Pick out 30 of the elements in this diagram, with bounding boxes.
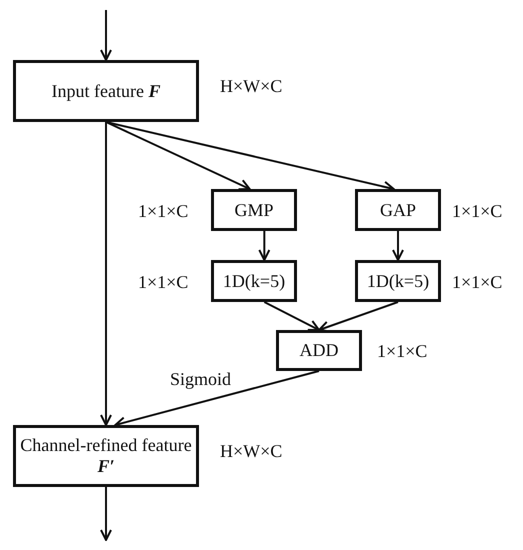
box-text: 1D(k=5) — [366, 270, 430, 292]
process-box — [276, 330, 362, 371]
box-text: Channel-refined feature F′ — [19, 435, 193, 477]
box-text: Input feature F — [52, 80, 160, 102]
dimension-text: 1×1×C — [138, 202, 188, 220]
arrow — [258, 231, 270, 261]
arrow — [264, 301, 320, 331]
process-box — [211, 260, 297, 302]
arrow — [106, 121, 251, 190]
edge-label: Sigmoid — [168, 370, 234, 388]
process-box — [355, 260, 441, 302]
arrow — [100, 10, 112, 61]
arrow — [392, 231, 404, 261]
box-text: ADD — [300, 340, 338, 361]
box-text: 1D(k=5) — [222, 270, 286, 292]
process-box — [355, 189, 441, 231]
box-text: GMP — [234, 200, 274, 220]
box-text: GAP — [380, 200, 416, 220]
dimension-text: 1×1×C — [377, 342, 428, 360]
dimension-text: 1×1×C — [452, 273, 502, 291]
dimension-text: 1×1×C — [138, 273, 188, 291]
arrow — [100, 122, 112, 426]
arrow — [318, 301, 398, 332]
process-box — [211, 189, 297, 231]
dimension-text: H×W×C — [220, 77, 282, 95]
arrow — [100, 487, 112, 541]
dimension-text: 1×1×C — [452, 202, 502, 220]
process-box — [13, 60, 199, 122]
process-box — [13, 425, 199, 487]
dimension-text: H×W×C — [220, 442, 282, 460]
